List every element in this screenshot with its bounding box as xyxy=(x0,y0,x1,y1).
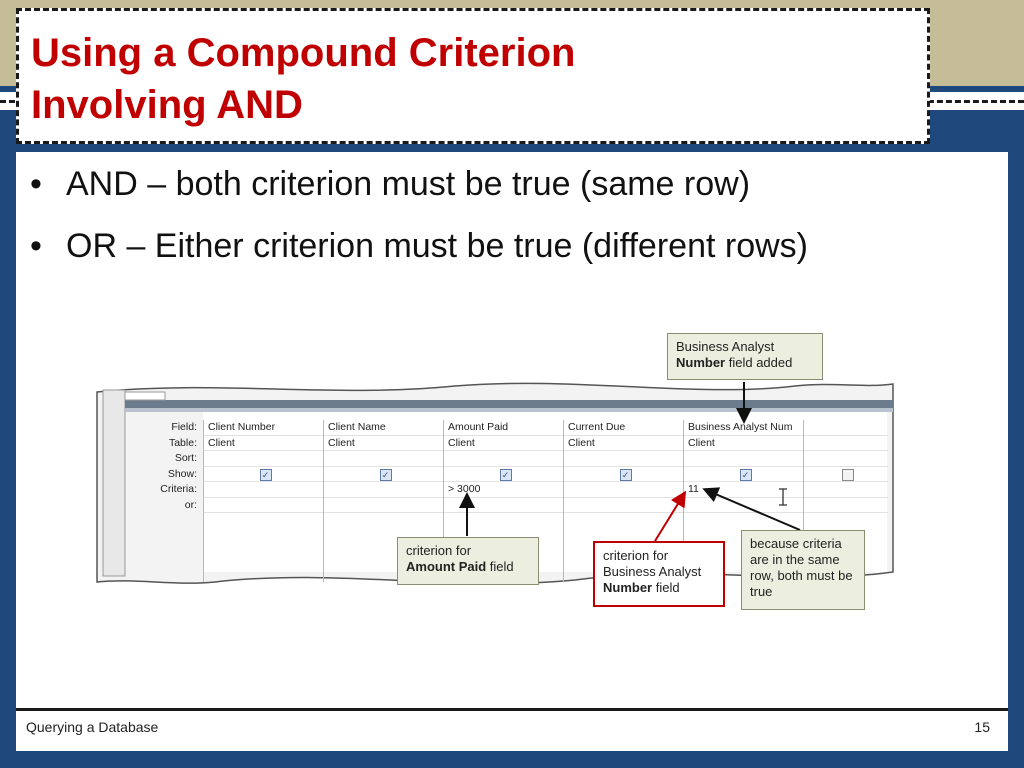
arrow-ba-number xyxy=(654,490,687,542)
table-cell[interactable]: Client xyxy=(684,436,803,451)
table-cell[interactable]: Client xyxy=(324,436,443,451)
title-line-2: Involving AND xyxy=(31,83,303,127)
callout-text: criterion for xyxy=(406,543,472,558)
callout-text: criterion for xyxy=(603,548,669,563)
criteria-cell[interactable] xyxy=(204,482,323,498)
field-cell[interactable] xyxy=(804,420,888,436)
title-line-1: Using a Compound Criterion xyxy=(31,31,576,75)
sort-cell[interactable] xyxy=(444,451,563,467)
sort-cell[interactable] xyxy=(324,451,443,467)
row-label-show: Show: xyxy=(167,467,197,480)
footer-title: Querying a Database xyxy=(26,719,159,735)
callout-same-row: because criteria are in the same row, bo… xyxy=(741,530,865,610)
scroll-stub[interactable] xyxy=(124,391,166,401)
callout-text: Number field xyxy=(603,580,715,596)
callout-bold: Amount Paid xyxy=(406,559,487,574)
row-label-criteria: Criteria: xyxy=(160,483,197,495)
show-checkbox[interactable]: ✓ xyxy=(259,468,272,481)
field-cell[interactable]: Client Name xyxy=(324,420,443,436)
callout-rest: field xyxy=(486,559,514,574)
show-checkbox[interactable]: ✓ xyxy=(842,468,854,481)
footer-divider xyxy=(16,708,1008,711)
title-box: Using a Compound Criterion Involving AND xyxy=(16,8,930,144)
criteria-cell[interactable] xyxy=(804,482,888,498)
or-cell[interactable] xyxy=(564,498,683,513)
row-label-field: Field: xyxy=(171,421,197,433)
show-cell: ✓ xyxy=(564,467,683,482)
or-cell[interactable] xyxy=(444,498,563,513)
sort-cell[interactable] xyxy=(684,451,803,467)
splitter-bar[interactable] xyxy=(125,400,893,408)
callout-ba-number: criterion for Business Analyst Number fi… xyxy=(593,541,725,607)
callout-text: because criteria are in the same row, bo… xyxy=(750,536,853,599)
or-cell[interactable] xyxy=(324,498,443,513)
callout-rest: field added xyxy=(725,355,793,370)
show-checkbox[interactable]: ✓ xyxy=(619,468,632,481)
or-cell[interactable] xyxy=(804,498,888,513)
callout-bold: Number xyxy=(676,355,726,370)
row-label-sort: Sort: xyxy=(174,452,197,464)
criteria-cell[interactable]: 11 xyxy=(684,482,803,498)
grid-column-2[interactable]: Client Name Client ✓ xyxy=(323,420,443,582)
bullet-and: AND – both criterion must be true (same … xyxy=(28,163,808,205)
show-cell: ✓ xyxy=(444,467,563,482)
callout-field-added: Business Analyst Number field added xyxy=(667,333,823,380)
slide-title: Using a Compound Criterion Involving AND xyxy=(31,27,575,131)
callout-bold: Number xyxy=(603,580,653,595)
sort-cell[interactable] xyxy=(804,451,888,467)
show-checkbox[interactable]: ✓ xyxy=(499,468,512,481)
callout-rest: field xyxy=(652,580,680,595)
field-cell[interactable]: Business Analyst Num xyxy=(684,420,803,436)
row-labels: Field: Table: Sort: Show: Criteria: or: xyxy=(129,420,197,513)
show-checkbox[interactable]: ✓ xyxy=(379,468,392,481)
bullet-list: AND – both criterion must be true (same … xyxy=(28,163,808,287)
show-cell: ✓ xyxy=(684,467,803,482)
page-number: 15 xyxy=(974,719,990,735)
or-cell[interactable] xyxy=(684,498,803,513)
bullet-or: OR – Either criterion must be true (diff… xyxy=(28,225,808,267)
criteria-cell[interactable] xyxy=(564,482,683,498)
show-cell: ✓ xyxy=(204,467,323,482)
show-cell: ✓ xyxy=(324,467,443,482)
field-cell[interactable]: Amount Paid xyxy=(444,420,563,436)
grid-column-4[interactable]: Current Due Client ✓ xyxy=(563,420,683,582)
row-label-table: Table: xyxy=(168,436,197,449)
grid-column-1[interactable]: Client Number Client ✓ xyxy=(203,420,323,582)
navigation-pane-strip xyxy=(102,389,126,577)
text-cursor-icon xyxy=(779,488,787,506)
row-label-or: or: xyxy=(184,498,197,511)
show-cell: ✓ xyxy=(804,467,888,482)
table-cell[interactable]: Client xyxy=(564,436,683,451)
callout-amount-paid: criterion for Amount Paid field xyxy=(397,537,539,585)
grid-column-6[interactable]: ✓ xyxy=(803,420,888,582)
table-cell[interactable]: Client xyxy=(204,436,323,451)
field-cell[interactable]: Current Due xyxy=(564,420,683,436)
splitter-shadow xyxy=(125,408,893,412)
sort-cell[interactable] xyxy=(564,451,683,467)
table-cell[interactable] xyxy=(804,436,888,451)
callout-text: Number field added xyxy=(676,355,814,371)
table-cell[interactable]: Client xyxy=(444,436,563,451)
slide-footer: Querying a Database 15 xyxy=(16,711,1008,751)
callout-text: Business Analyst xyxy=(676,339,775,354)
sort-cell[interactable] xyxy=(204,451,323,467)
callout-text: Business Analyst xyxy=(603,564,702,579)
show-checkbox[interactable]: ✓ xyxy=(739,468,752,481)
arrow-same-row xyxy=(702,487,801,531)
callout-text: Amount Paid field xyxy=(406,559,530,575)
field-cell[interactable]: Client Number xyxy=(204,420,323,436)
or-cell[interactable] xyxy=(204,498,323,513)
criteria-cell[interactable] xyxy=(324,482,443,498)
